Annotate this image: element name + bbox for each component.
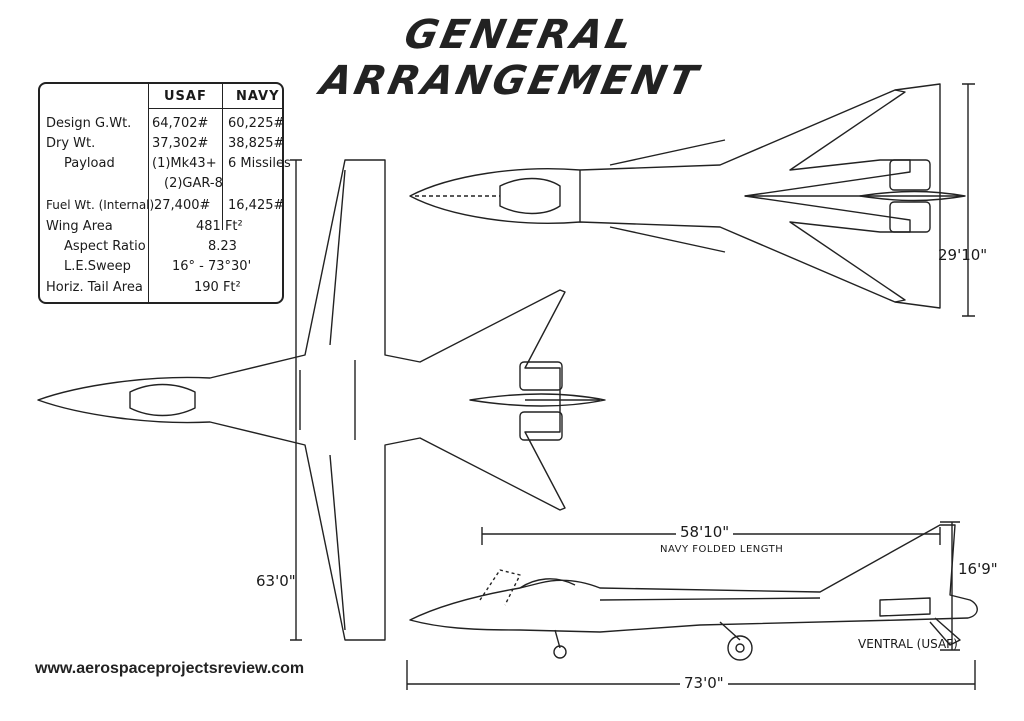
label-span-extended: 63'0" [256, 572, 296, 590]
spec-value: 8.23 [208, 239, 237, 254]
spec-navy: 6 Missiles [228, 156, 291, 171]
spec-label: L.E.Sweep [64, 259, 131, 274]
spec-label: Design G.Wt. [46, 116, 132, 131]
spec-label: Aspect Ratio [64, 239, 146, 254]
spec-row: Payload (1)Mk43+ 6 Missiles [40, 156, 291, 173]
spec-row: Dry Wt. 37,302# 38,825# [40, 136, 285, 153]
spec-label: Fuel Wt. (Internal) [46, 198, 155, 212]
spec-row: Horiz. Tail Area 190 Ft² [40, 280, 282, 297]
dim-height [940, 521, 960, 651]
website-url: www.aerospaceprojectsreview.com [35, 660, 305, 677]
label-ventral: VENTRAL (USAF) [858, 637, 958, 651]
spec-header-rule [148, 108, 282, 109]
spec-usaf: 64,702# [152, 116, 209, 131]
spec-value: 481 Ft² [196, 219, 243, 234]
spec-row: L.E.Sweep 16° - 73°30' [40, 259, 282, 276]
spec-row: Design G.Wt. 64,702# 60,225# [40, 116, 285, 133]
spec-row: (2)GAR-8 [40, 176, 282, 193]
top-view-swept [409, 83, 966, 309]
spec-usaf: (1)Mk43+ [152, 156, 217, 171]
spec-navy: 38,825# [228, 136, 285, 151]
spec-value: 190 Ft² [194, 280, 241, 295]
spec-value: 16° - 73°30' [172, 259, 252, 274]
label-height: 16'9" [958, 560, 998, 578]
spec-navy: 16,425# [228, 198, 285, 213]
label-folded-length: 58'10" [676, 523, 734, 541]
label-span-folded: 29'10" [938, 246, 988, 264]
spec-navy: 60,225# [228, 116, 285, 131]
spec-label: Wing Area [46, 219, 113, 234]
label-folded-length-caption: NAVY FOLDED LENGTH [660, 544, 784, 555]
spec-table: USAF NAVY Design G.Wt. 64,702# 60,225# D… [38, 82, 291, 304]
spec-row: Wing Area 481 Ft² [40, 219, 282, 236]
spec-divider [148, 84, 149, 302]
side-view [409, 524, 978, 661]
top-view-extended [37, 159, 606, 641]
dim-span-extended [290, 159, 302, 641]
spec-usaf: 27,400# [154, 198, 211, 213]
spec-label: Dry Wt. [46, 136, 96, 151]
spec-row: Fuel Wt. (Internal) 27,400# 16,425# [40, 198, 285, 215]
spec-usaf: 37,302# [152, 136, 209, 151]
col-head-usaf: USAF [164, 89, 207, 104]
spec-label: Horiz. Tail Area [46, 280, 143, 295]
col-head-navy: NAVY [236, 89, 280, 104]
spec-row: Aspect Ratio 8.23 [40, 239, 282, 256]
dim-span-folded [962, 83, 975, 317]
label-overall-length: 73'0" [680, 674, 728, 692]
spec-usaf: (2)GAR-8 [164, 176, 223, 191]
spec-label: Payload [64, 156, 115, 171]
spec-divider [222, 84, 223, 230]
